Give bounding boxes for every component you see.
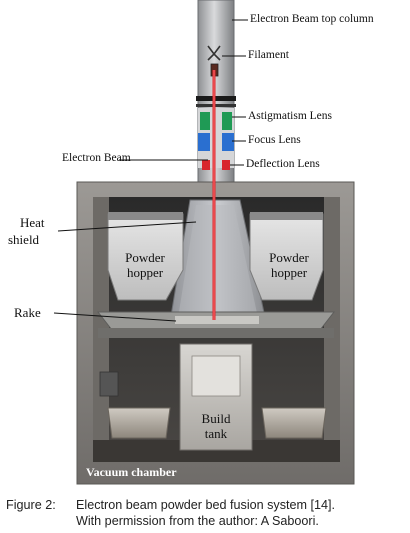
astigmatism-lens-left [200,112,210,130]
focus-lens-left [198,133,210,151]
label-top-column: Electron Beam top column [250,13,374,25]
astigmatism-lens-right [222,112,232,130]
focus-lens-right [222,133,234,151]
label-astigmatism-lens: Astigmatism Lens [248,110,333,122]
label-shield: shield [8,232,40,247]
label-vacuum-chamber: Vacuum chamber [86,465,177,479]
caption-line-1: Electron beam powder bed fusion system [… [76,498,336,512]
deflection-lens-right [222,160,230,170]
build-tank [179,343,253,451]
leader-lines [53,19,248,322]
caption-line-2: With permission from the author: A Saboo… [76,514,319,528]
chamber-device [99,371,119,397]
ebm-system-diagram [53,0,355,485]
lens-assembly [196,96,236,170]
powder-hopper-right [249,212,324,301]
label-electron-beam: Electron Beam [62,152,131,164]
label-deflection-lens: Deflection Lens [246,158,320,170]
powder-tray-left [107,407,171,439]
label-filament: Filament [248,49,289,61]
heat-shield [169,199,267,323]
label-rake: Rake [14,305,41,320]
deflection-lens-left [202,160,210,170]
figure-caption: Figure 2: Electron beam powder bed fusion… [6,497,404,529]
label-heat: Heat [20,215,45,230]
caption-label: Figure 2: [6,498,56,512]
label-focus-lens: Focus Lens [248,134,301,146]
powder-tray-right [261,407,327,439]
powder-hopper-left [107,212,184,301]
rake-platform [96,311,336,338]
